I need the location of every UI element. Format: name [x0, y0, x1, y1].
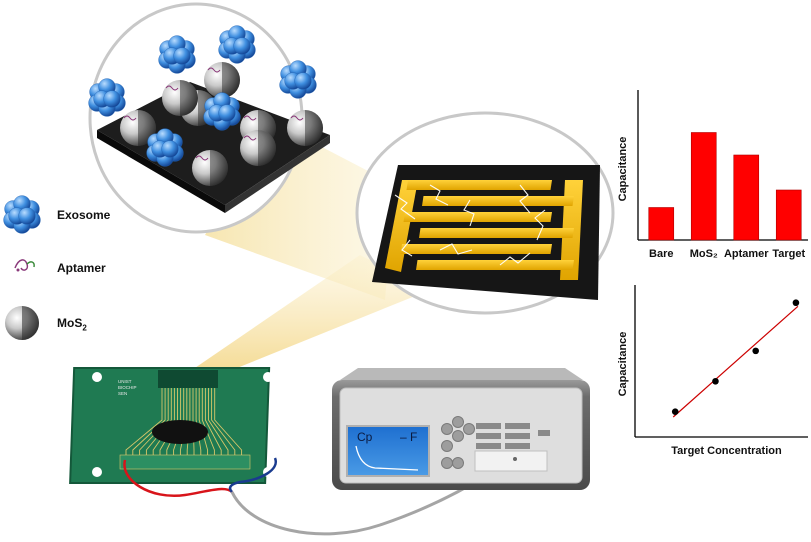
control-button	[538, 430, 550, 436]
control-knob	[453, 458, 464, 469]
control-knob	[453, 431, 464, 442]
pcb-label-line2: BIOCHIP	[118, 385, 137, 390]
pcb-label-line1: UNIST	[118, 379, 132, 384]
mos2-label-text: MoS	[57, 316, 82, 330]
electrode-finger	[404, 212, 553, 222]
mos2-label: MoS2	[57, 316, 87, 332]
electrode-finger	[416, 260, 574, 270]
exosome-icon	[4, 196, 41, 234]
aptamer-label: Aptamer	[57, 261, 106, 275]
lcr-meter-instrument: Cp – F	[332, 368, 590, 490]
control-button	[476, 423, 501, 429]
control-knob	[442, 458, 453, 469]
control-knob	[442, 424, 453, 435]
control-button	[476, 433, 501, 439]
zoom-circle-electrode-chip	[357, 113, 613, 313]
electrode-finger	[419, 228, 574, 238]
control-knob	[442, 441, 453, 452]
electrode-finger	[422, 196, 574, 206]
mos2-label-subscript: 2	[82, 323, 86, 332]
electrode-finger	[401, 244, 553, 254]
exosome-icon-blob	[4, 196, 41, 234]
electrode-finger	[407, 180, 553, 190]
mos2-sphere	[162, 80, 198, 116]
legend: Exosome Aptamer MoS2	[0, 190, 140, 360]
mos2-sphere	[287, 110, 323, 146]
control-button	[505, 433, 530, 439]
control-knob	[453, 417, 464, 428]
pcb-sensor-board: UNIST BIOCHIP SEN	[70, 368, 273, 483]
mos2-sphere	[192, 150, 228, 186]
control-button	[505, 423, 530, 429]
screen-f-label: – F	[400, 430, 417, 444]
pcb-label-line3: SEN	[118, 391, 127, 396]
screen-cp-label: Cp	[357, 430, 373, 444]
control-knob	[464, 424, 475, 435]
exosome-label: Exosome	[57, 208, 110, 222]
mos2-sphere-icon	[5, 306, 39, 340]
control-button	[505, 443, 530, 449]
mos2-sphere	[240, 130, 276, 166]
aptamer-icon	[15, 260, 34, 272]
control-button	[476, 443, 501, 449]
